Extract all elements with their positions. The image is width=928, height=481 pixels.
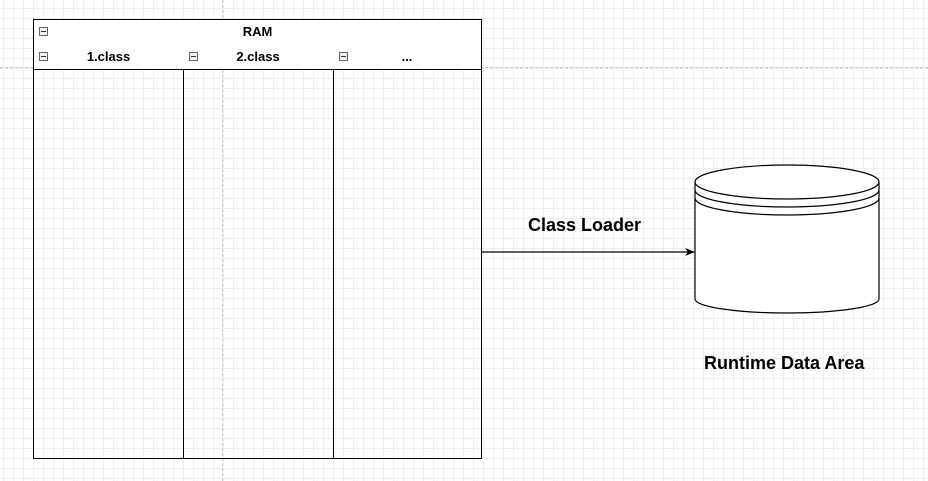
- collapse-icon[interactable]: [339, 52, 348, 61]
- database-cylinder-icon[interactable]: [694, 164, 880, 314]
- class-column-1-header[interactable]: 1.class: [34, 44, 183, 70]
- ram-title: RAM: [242, 24, 273, 39]
- class-column-1[interactable]: 1.class: [34, 44, 183, 459]
- column-divider: [183, 44, 184, 459]
- collapse-icon[interactable]: [39, 27, 48, 36]
- class-column-3[interactable]: ...: [333, 44, 481, 459]
- collapse-icon[interactable]: [39, 52, 48, 61]
- class-column-2-header[interactable]: 2.class: [183, 44, 333, 70]
- class-column-3-title: ...: [401, 49, 413, 64]
- class-column-1-title: 1.class: [86, 49, 131, 64]
- ram-container[interactable]: RAM 1.class 2.class ...: [33, 19, 482, 459]
- class-column-3-header[interactable]: ...: [333, 44, 481, 70]
- class-column-2-title: 2.class: [236, 49, 280, 64]
- vertical-guide-line: [222, 0, 223, 481]
- column-divider: [333, 44, 334, 459]
- class-loader-label: Class Loader: [528, 215, 642, 235]
- runtime-data-area-label: Runtime Data Area: [704, 353, 865, 373]
- class-column-2[interactable]: 2.class: [183, 44, 333, 459]
- collapse-icon[interactable]: [189, 52, 198, 61]
